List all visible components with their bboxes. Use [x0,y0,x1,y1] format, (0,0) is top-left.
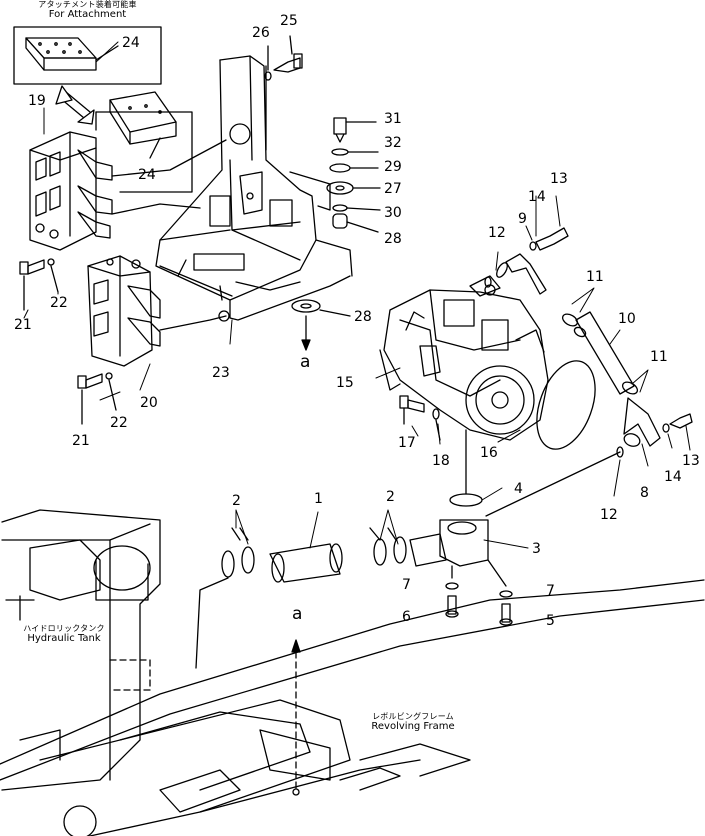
callout-13-bottom: 13 [682,453,700,469]
callout-9: 9 [518,211,527,227]
callout-28-bottom: 28 [354,309,372,325]
swap-arrow [55,85,95,125]
callout-24: 24 [138,167,156,183]
callout-22-top: 22 [50,295,68,311]
hydraulic-tank-caption-en: Hydraulic Tank [27,633,101,645]
callout-26: 26 [252,25,270,41]
callout-21-top: 21 [14,317,32,333]
callout-10: 10 [618,311,636,327]
callout-14-top: 14 [528,189,546,205]
callout-31: 31 [384,111,402,127]
callout-27: 27 [384,181,402,197]
control-valve-20 [87,255,227,367]
callout-1: 1 [314,491,323,507]
callout-28-top: 28 [384,231,402,247]
callout-25: 25 [280,13,298,29]
revolving-frame-caption-jp: レボルビングフレーム [372,712,454,721]
hydraulic-tank-caption-jp: ハイドロリックタンク [23,624,105,633]
revolving-frame-caption: レボルビングフレーム Revolving Frame [360,712,466,733]
callout-4: 4 [514,481,523,497]
bolts-17-18 [399,395,441,441]
callout-32: 32 [384,135,402,151]
mounting-bracket [155,55,353,322]
callout-7-right: 7 [546,583,555,599]
bolts-25-26 [264,35,303,81]
callout-29: 29 [384,159,402,175]
callout-11-top: 11 [586,269,604,285]
callout-12-top: 12 [488,225,506,241]
callout-8: 8 [640,485,649,501]
callout-14-bottom: 14 [664,469,682,485]
callout-2-left: 2 [232,493,241,509]
callout-17: 17 [398,435,416,451]
attachment-caption-jp: アタッチメント装着可能車 [38,0,137,9]
callout-30: 30 [384,205,402,221]
pipe-assemblies [484,227,693,458]
callout-2-right: 2 [386,489,395,505]
attachment-caption-en: For Attachment [48,9,127,21]
attachment-inset-box [13,26,162,85]
callout-19: 19 [28,93,46,109]
callout-11-bottom: 11 [650,349,668,365]
leader-lines [23,41,691,549]
revolving-frame [0,579,705,836]
callout-24-inset: 24 [122,35,140,51]
revolving-frame-caption-en: Revolving Frame [371,721,455,733]
cover-plate-24 [95,91,193,193]
callout-7-left: 7 [402,577,411,593]
hydraulic-pump [379,275,549,441]
callout-15: 15 [336,375,354,391]
callout-a-top: a [300,352,311,372]
callout-13-top: 13 [550,171,568,187]
callout-23: 23 [212,365,230,381]
callout-5: 5 [546,613,555,629]
callout-a-bottom: a [292,604,303,624]
attachment-caption: アタッチメント装着可能車 For Attachment [14,0,161,21]
callout-22-bottom: 22 [110,415,128,431]
mount-stack [291,117,381,351]
callout-16: 16 [480,445,498,461]
o-ring-16 [536,360,596,450]
control-valve-19 [29,131,227,251]
callout-6: 6 [402,609,411,625]
hydraulic-tank [1,509,161,791]
callout-12-bottom: 12 [600,507,618,523]
callout-20: 20 [140,395,158,411]
callout-21-bottom: 21 [72,433,90,449]
hydraulic-tank-caption: ハイドロリックタンク Hydraulic Tank [6,624,122,645]
callout-3: 3 [532,541,541,557]
callout-18: 18 [432,453,450,469]
